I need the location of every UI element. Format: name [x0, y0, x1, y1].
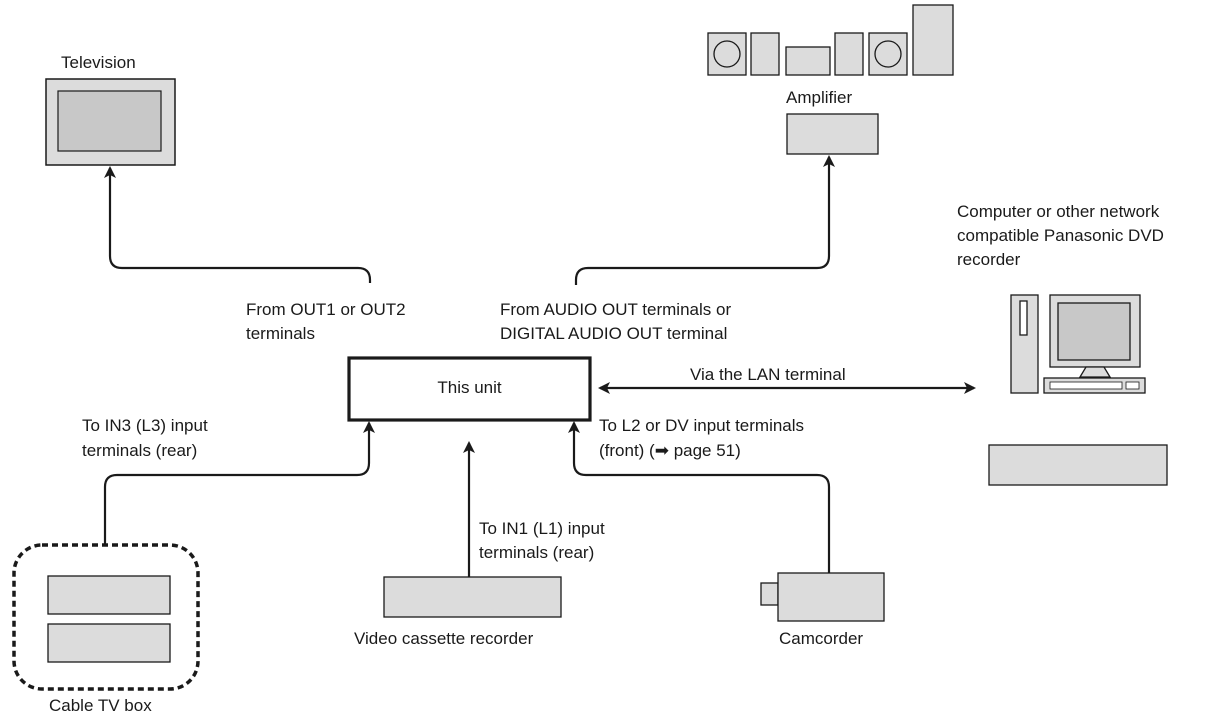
- cable-to-unit-line: [103, 421, 375, 545]
- dvd-recorder-icon: [988, 444, 1168, 486]
- television-icon: [45, 78, 176, 166]
- l2-dv-label-line-2: (front) (➡ page 51): [599, 441, 741, 460]
- out12-label-line-2: terminals: [246, 324, 315, 343]
- in1-label-line-2: terminals (rear): [479, 543, 595, 562]
- audio-out-label-line-2: DIGITAL AUDIO OUT terminal: [500, 324, 728, 343]
- speakers-icon: [707, 4, 954, 76]
- this-unit-label: This unit: [437, 378, 502, 397]
- camcorder-label: Camcorder: [779, 629, 864, 648]
- in3-label-line-2: terminals (rear): [82, 441, 198, 460]
- amplifier-icon: [786, 113, 879, 155]
- this-unit-box: [347, 356, 592, 422]
- lan-label: Via the LAN terminal: [690, 365, 846, 384]
- vcr-label: Video cassette recorder: [354, 629, 534, 648]
- vcr-icon: [383, 576, 562, 618]
- out-to-tv-line: [104, 166, 372, 283]
- out12-label-line-1: From OUT1 or OUT2: [246, 300, 406, 319]
- cable-tv-box-label: Cable TV box: [49, 696, 152, 715]
- camcorder-icon: [760, 572, 885, 622]
- computer-label-line-3: recorder: [957, 250, 1021, 269]
- computer-label-line-1: Computer or other network: [957, 202, 1160, 221]
- computer-icon: [1010, 294, 1146, 394]
- audio-out-label-line-1: From AUDIO OUT terminals or: [500, 300, 732, 319]
- television-label: Television: [61, 53, 136, 72]
- cable-tv-box-icon: [12, 543, 200, 691]
- l2-dv-label-line-1: To L2 or DV input terminals: [599, 416, 805, 435]
- camcorder-to-unit-line: [568, 421, 831, 573]
- in3-label-line-1: To IN3 (L3) input: [82, 416, 208, 435]
- computer-label-line-2: compatible Panasonic DVD: [957, 226, 1164, 245]
- in1-label-line-1: To IN1 (L1) input: [479, 519, 605, 538]
- audio-to-amplifier-line: [574, 155, 835, 285]
- amplifier-label: Amplifier: [786, 88, 853, 107]
